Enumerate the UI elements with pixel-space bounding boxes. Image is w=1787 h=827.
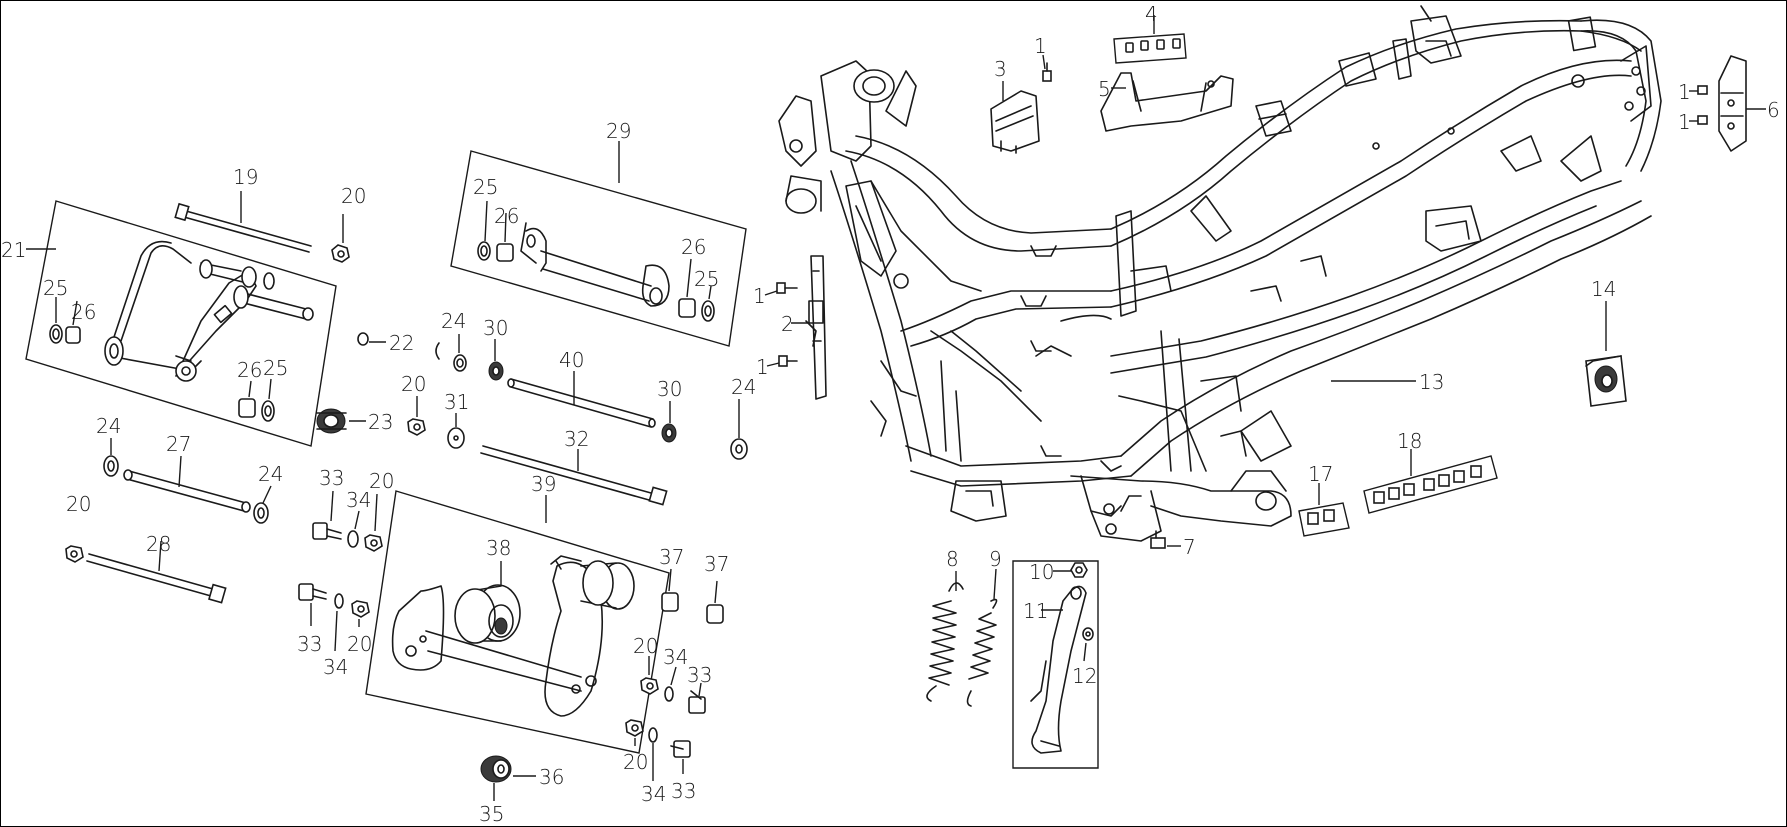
callout-25-a: 25 — [43, 276, 68, 300]
callout-3: 3 — [994, 57, 1007, 81]
callout-1-a: 1 — [753, 284, 766, 308]
callout-1-e: 1 — [1678, 110, 1691, 134]
callout-34-b: 34 — [323, 655, 348, 679]
part-18-clips: 18 — [1363, 429, 1498, 514]
callout-13: 13 — [1419, 370, 1444, 394]
callout-17: 17 — [1308, 462, 1333, 486]
callout-34-a: 34 — [346, 488, 371, 512]
group-box-29 — [450, 150, 747, 347]
callout-26-c: 26 — [494, 204, 519, 228]
callout-25-d: 25 — [694, 267, 719, 291]
bolts-27-28: 24 27 24 20 28 — [65, 414, 283, 604]
callout-24-a: 24 — [441, 309, 466, 333]
callout-19: 19 — [233, 165, 258, 189]
callout-20-f: 20 — [633, 634, 658, 658]
callout-25-c: 25 — [473, 175, 498, 199]
part-20-nut-a — [331, 214, 350, 263]
callout-30-b: 30 — [657, 377, 682, 401]
callout-25-b: 25 — [263, 356, 288, 380]
part-9-spring — [966, 568, 998, 707]
callout-26-a: 26 — [71, 300, 96, 324]
part-3-bracket: 3 1 — [990, 34, 1052, 154]
group-box-21 — [25, 200, 337, 447]
part-13-main-frame — [778, 5, 1662, 542]
engine-hanger-group: 21 19 20 — [1, 165, 366, 447]
callout-22: 22 — [389, 331, 414, 355]
fasteners-33-34-20: 33 34 20 33 34 20 — [297, 466, 394, 679]
callout-9: 9 — [989, 547, 1002, 571]
callout-40: 40 — [559, 348, 584, 372]
callout-20-a: 20 — [341, 184, 366, 208]
part-2-side-bracket: 2 1 1 — [753, 255, 827, 400]
callout-36: 36 — [539, 765, 564, 789]
callout-24-c: 24 — [96, 414, 121, 438]
callout-24-b: 24 — [731, 375, 756, 399]
callout-30-a: 30 — [483, 316, 508, 340]
callout-21: 21 — [1, 238, 26, 262]
part-23-rubber-bushing — [316, 408, 347, 434]
callout-33-c: 33 — [687, 663, 712, 687]
part-6-bracket: 6 1 1 — [1678, 55, 1780, 152]
callout-12: 12 — [1072, 664, 1097, 688]
callout-14: 14 — [1591, 277, 1616, 301]
fasteners-right-39: 37 37 20 34 33 20 34 33 — [623, 545, 729, 806]
callout-34-c: 34 — [663, 645, 688, 669]
callout-32: 32 — [564, 427, 589, 451]
callout-20-c: 20 — [66, 492, 91, 516]
loose-parts-middle: 22 23 24 20 31 30 — [316, 309, 756, 506]
callout-1-c: 1 — [1034, 34, 1047, 58]
callout-29: 29 — [606, 119, 631, 143]
part-32-long-bolt — [480, 445, 668, 506]
callout-5: 5 — [1098, 77, 1111, 101]
collar-assembly-group: 29 25 26 26 25 — [450, 119, 747, 347]
callout-28: 28 — [146, 532, 171, 556]
part-17-clips: 17 — [1298, 462, 1350, 537]
part-14-rubber-block: 14 — [1585, 277, 1627, 407]
callout-24-d: 24 — [258, 462, 283, 486]
callout-10: 10 — [1029, 560, 1054, 584]
side-stand-group: 10 11 12 — [1012, 560, 1099, 769]
callout-7: 7 — [1183, 535, 1196, 559]
group-box-side-stand — [1012, 560, 1099, 769]
callout-6: 6 — [1767, 98, 1780, 122]
callout-20-e: 20 — [347, 632, 372, 656]
callout-35: 35 — [479, 802, 504, 826]
callout-33-a: 33 — [319, 466, 344, 490]
callout-1-b: 1 — [756, 355, 769, 379]
engine-mount-plate-group: 39 38 — [365, 472, 670, 754]
part-25-26-left — [49, 297, 81, 344]
callout-33-b: 33 — [297, 632, 322, 656]
callout-20-b: 20 — [401, 372, 426, 396]
part-7-screw: 7 — [1150, 530, 1196, 559]
callout-8: 8 — [946, 547, 959, 571]
callout-34-d: 34 — [641, 782, 666, 806]
callout-2: 2 — [781, 312, 794, 336]
engine-hanger-bracket — [104, 240, 314, 382]
part-26-25-bottom — [238, 378, 275, 422]
callout-26-d: 26 — [681, 235, 706, 259]
callout-18: 18 — [1397, 429, 1422, 453]
part-5-bracket: 5 4 — [1098, 2, 1234, 132]
callout-39: 39 — [531, 472, 556, 496]
part-35-36-bushing: 36 35 — [479, 755, 564, 826]
callout-26-b: 26 — [237, 358, 262, 382]
callout-11: 11 — [1023, 599, 1048, 623]
callout-33-d: 33 — [671, 779, 696, 803]
callout-27: 27 — [166, 432, 191, 456]
group-box-39 — [365, 490, 670, 754]
callout-4: 4 — [1145, 2, 1158, 26]
callout-31: 31 — [444, 390, 469, 414]
callout-37-b: 37 — [704, 552, 729, 576]
callout-37-a: 37 — [659, 545, 684, 569]
callout-38: 38 — [486, 536, 511, 560]
part-40-shaft — [507, 378, 656, 428]
part-8-spring — [926, 571, 964, 702]
callout-1-d: 1 — [1678, 80, 1691, 104]
callout-20-g: 20 — [623, 750, 648, 774]
callout-20-d: 20 — [369, 469, 394, 493]
part-19-bolt — [174, 191, 312, 253]
callout-23: 23 — [368, 410, 393, 434]
